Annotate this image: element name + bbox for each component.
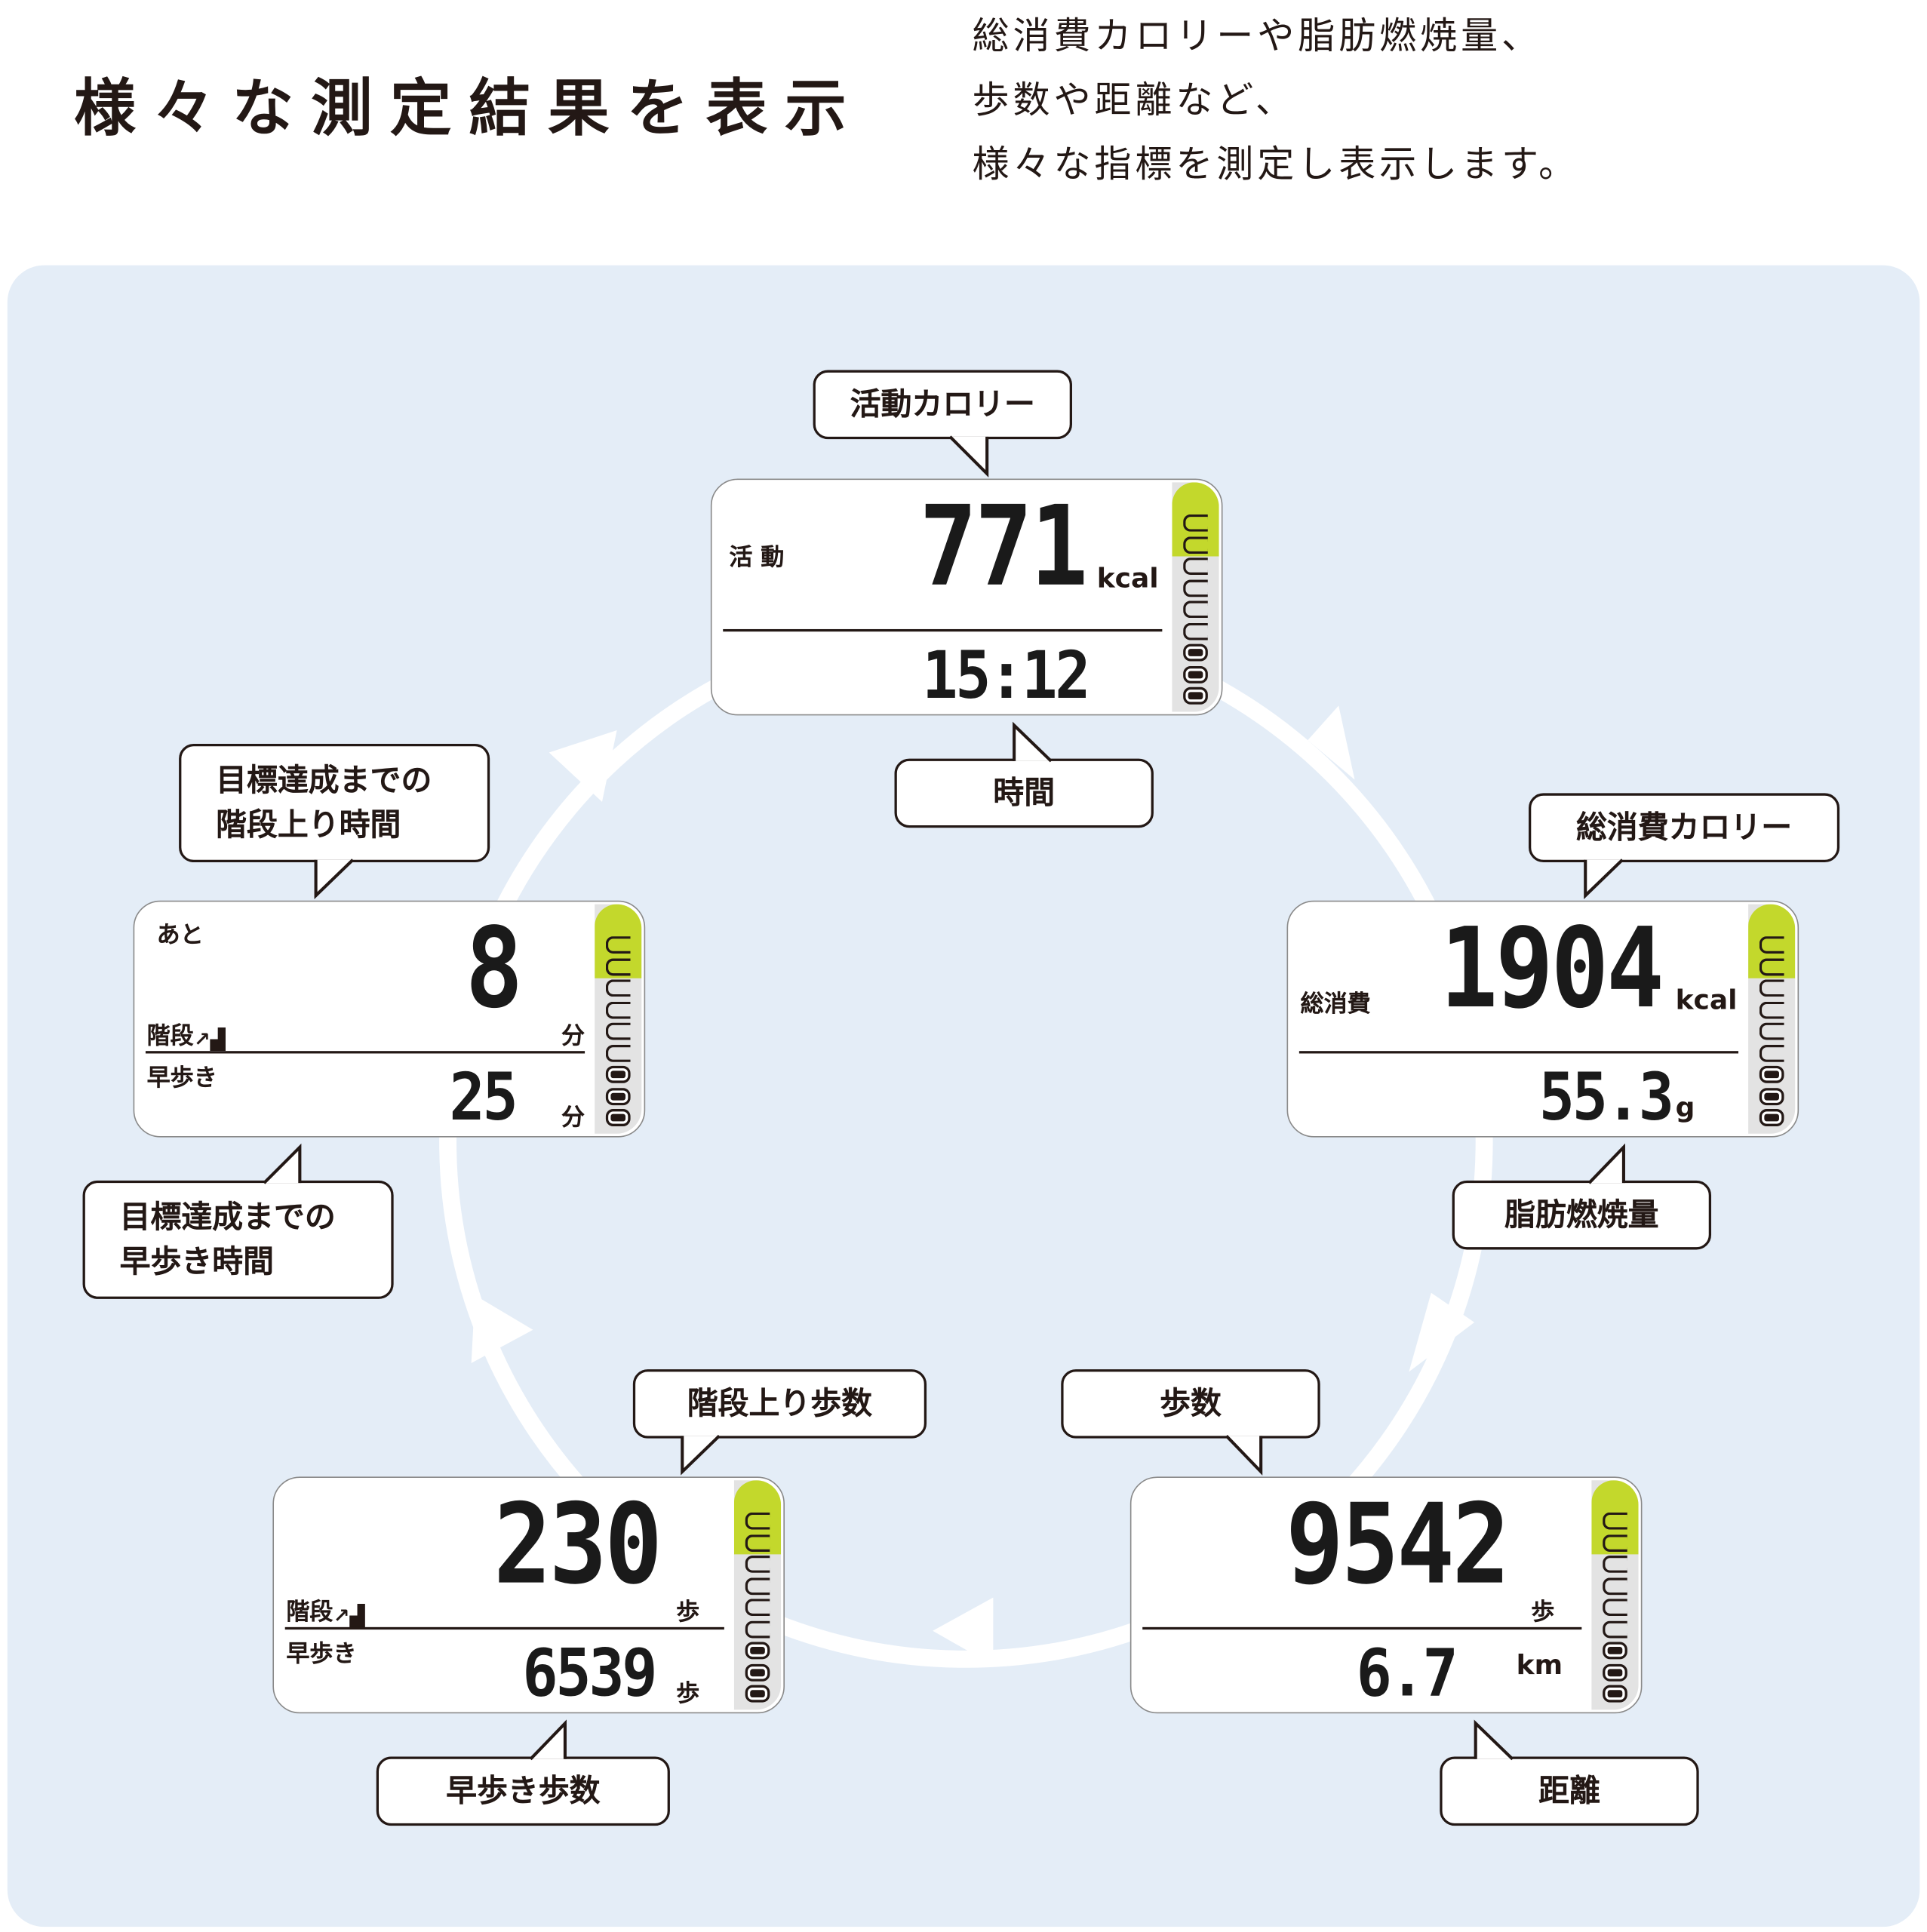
main-value: 1904 bbox=[1440, 905, 1664, 1034]
top-label: 活 動 bbox=[729, 544, 785, 572]
callout-time: 時間 bbox=[894, 758, 1154, 828]
bottom-unit: g bbox=[1675, 1092, 1695, 1124]
callout-stair-steps: 階段上り歩数 bbox=[632, 1369, 927, 1439]
page-title: 様々な測定結果を表示 bbox=[74, 72, 864, 145]
callout-brisk-steps: 早歩き歩数 bbox=[376, 1756, 670, 1826]
stairs-label: 階段 bbox=[146, 1022, 194, 1050]
bottom-label: 早歩き bbox=[146, 1064, 217, 1092]
battery-level-icon bbox=[1591, 1480, 1639, 1710]
lcd-steps: 9542 歩 6.7 km bbox=[1129, 1476, 1643, 1714]
callout-brisk-walk-time: 目標達成までの 早歩き時間 bbox=[82, 1180, 394, 1299]
description-line: 総消費カロリーや脂肪燃焼量、 bbox=[972, 14, 1542, 58]
bottom-unit: 歩 bbox=[676, 1680, 700, 1708]
description: 総消費カロリーや脂肪燃焼量、 歩数や距離など、 様々な指標を測定し表示します。 bbox=[973, 5, 1580, 198]
stairs-up-icon: ↗▟ bbox=[193, 1027, 226, 1052]
mid-label: 階段↗▟ bbox=[286, 1594, 365, 1627]
callout-active-calories: 活動カロリー bbox=[813, 370, 1072, 440]
mid-unit: 歩 bbox=[676, 1599, 700, 1626]
arrowhead-icon bbox=[1409, 1292, 1475, 1372]
bottom-label: 早歩き bbox=[286, 1640, 357, 1668]
main-value: 9542 bbox=[1286, 1482, 1510, 1610]
arrowhead-icon bbox=[933, 1597, 994, 1666]
top-label: あと bbox=[156, 921, 204, 949]
divider bbox=[723, 628, 1163, 632]
battery-level-icon bbox=[1748, 904, 1796, 1134]
stairs-up-icon: ↗▟ bbox=[333, 1603, 365, 1627]
battery-level-icon bbox=[1172, 482, 1219, 712]
bottom-value: 6539 bbox=[522, 1636, 657, 1712]
callout-distance: 距離 bbox=[1440, 1756, 1699, 1826]
battery-level-icon bbox=[595, 904, 642, 1134]
bottom-value: 25 bbox=[449, 1059, 518, 1136]
bottom-value: 6.7 bbox=[1356, 1636, 1458, 1712]
battery-level-icon bbox=[733, 1480, 782, 1710]
callout-steps: 歩数 bbox=[1061, 1369, 1320, 1439]
mid-unit: 分 bbox=[561, 1022, 585, 1050]
callout-fat-burn: 脂肪燃焼量 bbox=[1452, 1180, 1712, 1250]
divider bbox=[1298, 1051, 1738, 1054]
divider bbox=[145, 1051, 585, 1054]
callout-stairs-time: 目標達成までの 階段上り時間 bbox=[179, 744, 490, 863]
main-unit: kcal bbox=[1675, 985, 1738, 1017]
lcd-remaining-time: あと 8 階段↗▟ 分 早歩き 25 分 bbox=[133, 900, 646, 1138]
bottom-unit: km bbox=[1516, 1650, 1563, 1682]
main-value: 8 bbox=[465, 905, 524, 1034]
description-line: 歩数や距離など、 bbox=[972, 78, 1296, 122]
mid-label: 階段↗▟ bbox=[146, 1018, 226, 1052]
lcd-active-calories: 活 動 771 kcal 15:12 bbox=[710, 478, 1223, 716]
divider bbox=[1142, 1626, 1582, 1630]
top-label: 総消費 bbox=[1300, 991, 1371, 1018]
arrowhead-icon bbox=[471, 1295, 533, 1363]
stairs-label: 階段 bbox=[286, 1599, 333, 1626]
main-value: 771 bbox=[919, 484, 1088, 612]
divider bbox=[284, 1626, 724, 1630]
bottom-value: 15:12 bbox=[922, 637, 1090, 714]
lcd-total-calories: 総消費 1904 kcal 55.3 g bbox=[1286, 900, 1799, 1138]
callout-total-calories: 総消費カロリー bbox=[1529, 793, 1840, 863]
lcd-stair-steps: 230 階段↗▟ 歩 早歩き 6539 歩 bbox=[272, 1476, 785, 1714]
main-value: 230 bbox=[493, 1482, 662, 1610]
main-unit: kcal bbox=[1096, 564, 1159, 595]
description-line: 様々な指標を測定し表示します。 bbox=[972, 143, 1580, 186]
arrowhead-icon bbox=[1308, 705, 1355, 780]
arrowhead-icon bbox=[549, 730, 617, 802]
bottom-value: 55.3 bbox=[1538, 1059, 1674, 1136]
bottom-unit: 分 bbox=[561, 1104, 585, 1132]
mid-unit: 歩 bbox=[1531, 1599, 1555, 1626]
